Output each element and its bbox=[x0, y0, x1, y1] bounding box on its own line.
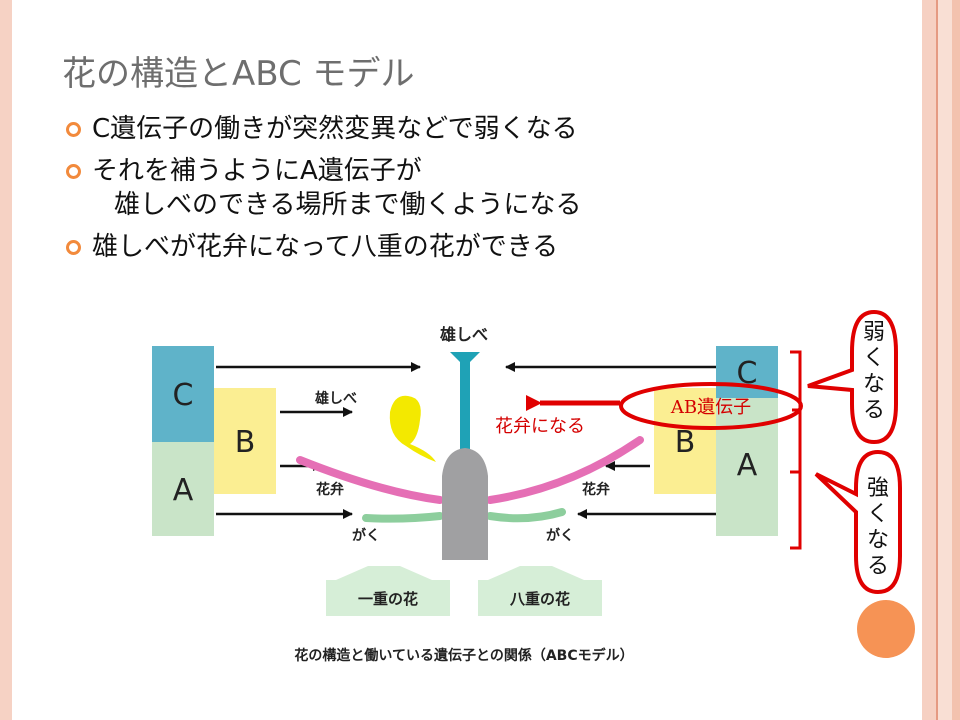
slide-right-border-band-outer bbox=[938, 0, 952, 720]
single-flower-label: 一重の花 bbox=[358, 590, 418, 608]
callout-weak-char: な bbox=[862, 372, 885, 397]
bullet-marker-icon bbox=[66, 164, 81, 179]
bullet-marker-icon bbox=[66, 122, 81, 137]
stamen-label: 雄しべ bbox=[314, 390, 357, 407]
bullet-text: C遺伝子の働きが突然変異などで弱くなる bbox=[92, 114, 578, 144]
right-box-a bbox=[716, 398, 778, 536]
right-box-c-label: C bbox=[737, 356, 758, 391]
left-box-b bbox=[214, 388, 276, 494]
top-stamen-label: 雄しべ bbox=[439, 325, 488, 344]
left-box-a-label: A bbox=[173, 473, 194, 508]
bullet-item: それを補うようにA遺伝子が 雄しべのできる場所まで働くようになる bbox=[66, 154, 706, 222]
callout-strong-char: な bbox=[866, 528, 889, 553]
decorative-orange-circle bbox=[857, 600, 915, 658]
callout-strong-bubble bbox=[814, 449, 902, 595]
left-box-a bbox=[152, 442, 214, 536]
bullet-text-continuation: 雄しべのできる場所まで働くようになる bbox=[114, 190, 582, 220]
callout-weak-bubble bbox=[807, 309, 898, 445]
diagram-caption: 花の構造と働いている遺伝子との関係（ABCモデル） bbox=[294, 647, 633, 664]
pistil-shape bbox=[442, 448, 488, 560]
double-flower-arrow-head bbox=[488, 566, 584, 580]
bullet-item: C遺伝子の働きが突然変異などで弱くなる bbox=[66, 112, 706, 146]
single-flower-box bbox=[326, 580, 450, 616]
top-stamen-shape bbox=[450, 352, 480, 458]
callout-strong-char: く bbox=[866, 502, 889, 527]
double-flower-label: 八重の花 bbox=[509, 590, 570, 608]
callout-weak-text: 弱 く な る bbox=[862, 320, 886, 424]
right-box-b-label: B bbox=[675, 425, 696, 460]
callout-weak-char: る bbox=[862, 398, 885, 423]
petal-label-right: 花弁 bbox=[582, 481, 610, 498]
bullet-item: 雄しべが花弁になって八重の花ができる bbox=[66, 230, 706, 264]
bullet-marker-icon bbox=[66, 240, 81, 255]
left-box-b-label: B bbox=[235, 425, 256, 460]
slide-right-border-band bbox=[922, 0, 936, 720]
petal-right-shape bbox=[486, 436, 644, 504]
bullet-text: それを補うようにA遺伝子が bbox=[92, 156, 422, 186]
slide-left-border bbox=[0, 0, 12, 720]
sepal-left-shape bbox=[362, 512, 444, 523]
double-flower-box bbox=[478, 580, 602, 616]
sepal-right-shape bbox=[486, 508, 566, 523]
bullet-text: 雄しべが花弁になって八重の花ができる bbox=[92, 232, 559, 262]
left-box-c-label: C bbox=[173, 378, 194, 413]
ab-gene-label: AB遺伝子 bbox=[670, 397, 751, 418]
callout-weak-char: 弱 bbox=[862, 320, 885, 345]
becomes-petal-label: 花弁になる bbox=[495, 416, 585, 437]
left-box-c bbox=[152, 346, 214, 442]
petal-label-left: 花弁 bbox=[316, 481, 344, 498]
callout-strong-char: る bbox=[866, 554, 889, 579]
slide-right-border-edge bbox=[952, 0, 960, 720]
petal-left-shape bbox=[296, 456, 444, 504]
stamen-yellow-shape bbox=[389, 395, 436, 462]
sepal-label-left: がく bbox=[352, 527, 380, 544]
slide-title: 花の構造とABC モデル bbox=[62, 54, 415, 94]
callout-strong-char: 強 bbox=[866, 476, 889, 501]
single-flower-arrow-head bbox=[336, 566, 432, 580]
callout-weak-char: く bbox=[862, 346, 885, 371]
right-box-b bbox=[654, 388, 716, 494]
right-box-a-label: A bbox=[737, 448, 758, 483]
callout-strong-text: 強 く な る bbox=[866, 476, 890, 580]
bullet-list: C遺伝子の働きが突然変異などで弱くなる それを補うようにA遺伝子が 雄しべのでき… bbox=[66, 112, 706, 272]
slide-right-border-line bbox=[936, 0, 938, 720]
sepal-label-right: がく bbox=[546, 527, 574, 544]
gene-bracket-outer bbox=[790, 350, 802, 550]
